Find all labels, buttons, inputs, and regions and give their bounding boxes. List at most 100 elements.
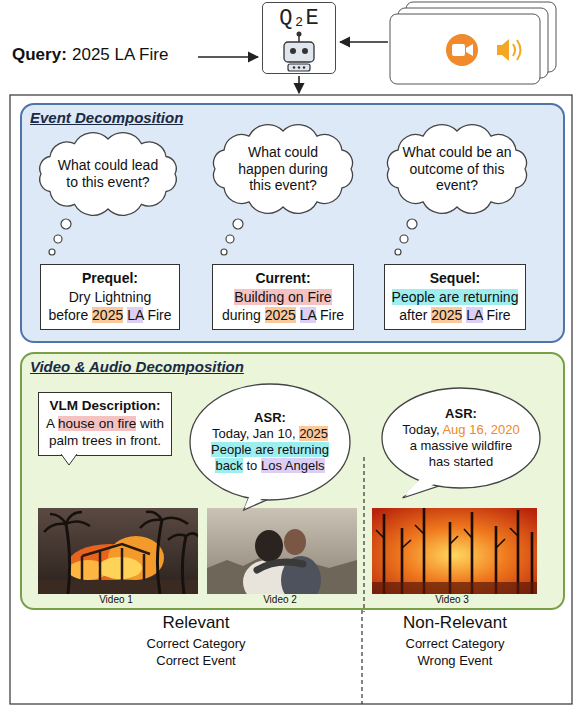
thought-trails — [49, 219, 417, 255]
media-cards — [390, 2, 556, 84]
callout-tail — [61, 454, 81, 466]
verdict-title: Non-Relevant — [355, 613, 555, 633]
art-circle — [54, 235, 62, 243]
section-panel: Event DecompositionWhat could lead to th… — [20, 103, 565, 343]
art-polygon — [403, 477, 440, 496]
node-text: Q₂E — [263, 6, 335, 32]
art-circle — [395, 249, 401, 255]
thought-cloud: What could lead to this event? — [34, 132, 182, 216]
section-panel: Video & Audio DecompositionVLM Descripti… — [20, 352, 565, 610]
node-heading: ASR: — [400, 406, 522, 422]
highlight: Los Angels — [261, 458, 325, 473]
art-path — [497, 39, 509, 61]
highlight: house on fire — [58, 416, 136, 431]
query-text: 2025 LA Fire — [72, 45, 168, 65]
node-heading: Sequel: — [391, 270, 519, 288]
art-path — [257, 562, 303, 570]
highlight: 2025 — [431, 307, 462, 323]
art-rect — [38, 508, 198, 594]
video-caption: Video 2 — [180, 594, 380, 605]
video-caption: Video 1 — [16, 594, 216, 605]
art-rect — [452, 44, 465, 56]
highlight: LA — [127, 307, 143, 323]
speech-bubble: ASR:Today, Jan 10, 2025 People are retur… — [188, 382, 352, 502]
art-circle — [226, 235, 234, 243]
art-circle — [297, 32, 302, 37]
art-path — [44, 512, 198, 540]
video-3-image — [372, 508, 537, 594]
node-text: What could be an outcome of this event? — [401, 144, 513, 194]
highlight: People are returning — [392, 289, 519, 305]
art-circle — [293, 66, 295, 68]
art-rect — [288, 64, 310, 71]
art-path — [517, 40, 521, 60]
art-circle — [221, 249, 227, 255]
art-rect — [390, 14, 540, 84]
video-2-image — [207, 508, 357, 604]
description-callout: VLM Description:A house on fire with pal… — [38, 392, 172, 456]
node-text: Dry Lightning before 2025 LA Fire — [47, 288, 173, 324]
art-circle — [407, 219, 417, 229]
event-box: Sequel:People are returning after 2025 L… — [384, 264, 526, 330]
video-1-image — [38, 508, 200, 594]
art-path — [61, 454, 77, 465]
art-path — [376, 525, 518, 548]
video-caption: Video 3 — [352, 594, 552, 605]
node-text: A house on fire with palm trees in front… — [45, 415, 165, 450]
art-path — [384, 508, 532, 594]
thought-cloud: What could be an outcome of this event? — [382, 124, 532, 214]
model-box: Q₂E — [262, 2, 336, 74]
text-group: What could happen during this event? — [227, 144, 339, 194]
art-path — [466, 44, 473, 56]
art-path — [66, 520, 186, 594]
art-polygon — [244, 491, 271, 508]
art-circle — [49, 249, 55, 255]
art-ellipse — [284, 529, 306, 555]
divider-line — [363, 457, 364, 612]
text-group: ASR:Today, Aug 16, 2020 a massive wildfi… — [400, 406, 522, 471]
art-ellipse — [98, 557, 142, 579]
art-circle — [446, 34, 478, 66]
art-rect — [38, 580, 198, 594]
highlight: 2025 — [265, 307, 296, 323]
node-text: Event Decomposition — [30, 109, 183, 126]
robot-icon — [284, 32, 314, 72]
down-arrow — [298, 76, 300, 93]
node-text: What could happen during this event? — [227, 144, 339, 194]
outer-frame — [10, 95, 572, 704]
text-group: What could lead to this event? — [52, 157, 164, 191]
node-heading: Current: — [219, 270, 347, 288]
art-circle — [400, 235, 408, 243]
query-label: Query: — [12, 45, 67, 65]
art-path — [213, 125, 352, 214]
event-box: Current:Building on Fire during 2025 LA … — [212, 264, 354, 330]
highlight: LA — [300, 307, 316, 323]
highlight: LA — [466, 307, 482, 323]
highlight: 2025 — [92, 307, 123, 323]
art-rect — [284, 42, 314, 62]
art-path — [387, 125, 526, 214]
node-text: People are returning after 2025 LA Fire — [391, 288, 519, 324]
verdict-note: Correct Event — [96, 653, 296, 668]
verdict-note: Correct Category — [355, 636, 555, 651]
highlight: Aug 16, 2020 — [442, 422, 519, 437]
node-text: Today, Jan 10, 2025 People are returning… — [208, 426, 332, 475]
art-path — [40, 133, 177, 216]
media-arrow — [340, 41, 388, 43]
speech-bubble: ASR:Today, Aug 16, 2020 a massive wildfi… — [380, 386, 542, 490]
node-text: What could lead to this event? — [52, 157, 164, 191]
node-heading: ASR: — [208, 410, 332, 426]
art-circle — [298, 66, 300, 68]
art-circle — [302, 48, 308, 54]
art-circle — [233, 219, 243, 229]
highlight: 2025 — [299, 426, 328, 441]
thought-cloud: What could happen during this event? — [208, 124, 358, 214]
node-text: Video & Audio Decomposition — [30, 358, 244, 375]
art-ellipse — [382, 388, 540, 488]
art-path — [513, 44, 515, 56]
art-ellipse — [255, 530, 283, 562]
art-g — [207, 508, 357, 594]
art-circle — [290, 48, 296, 54]
query-arrow — [198, 56, 258, 58]
verdict-title: Relevant — [96, 613, 296, 633]
